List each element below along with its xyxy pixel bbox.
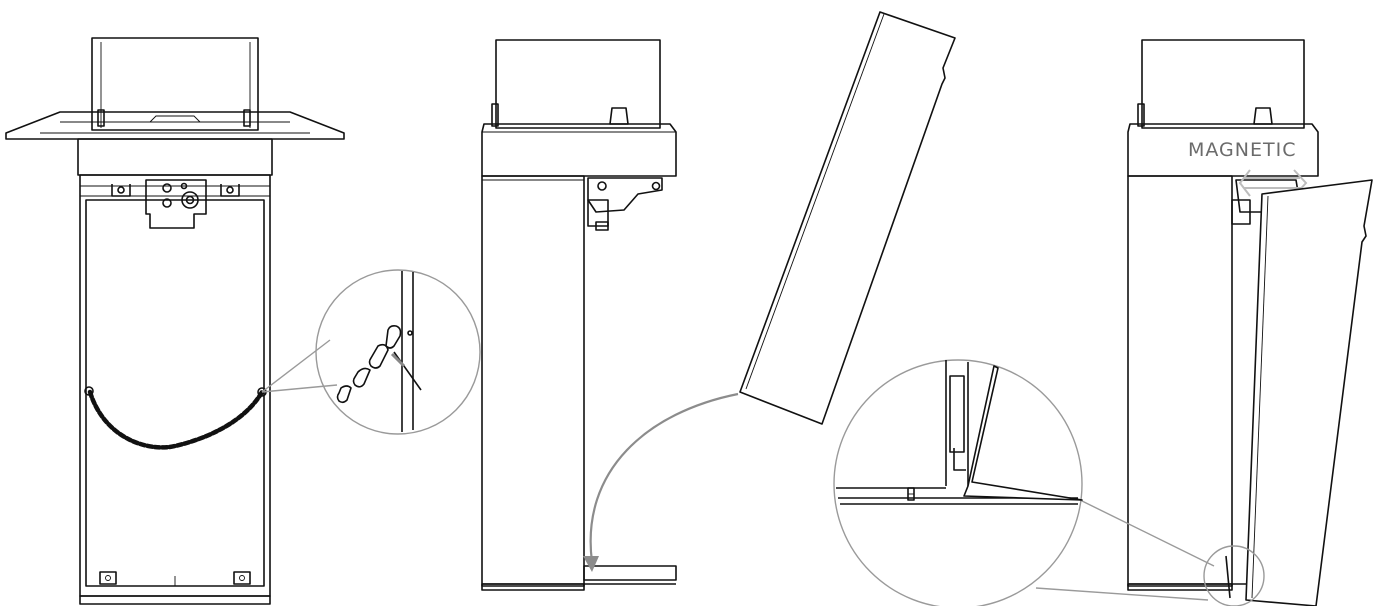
side-view-base-plate (583, 565, 677, 581)
front-view-top-plate (5, 111, 345, 140)
chain-detail-magnifier (315, 269, 481, 435)
closing-view-head (1127, 123, 1319, 177)
door-swing-arc (589, 392, 739, 563)
front-view-cabinet (79, 174, 271, 597)
closing-view-screen (1141, 39, 1305, 129)
hinge-detail-callout (833, 359, 1265, 606)
door-swing-arrowhead (583, 556, 599, 572)
magnetic-label: MAGNETIC (1188, 139, 1296, 161)
front-view-screen (91, 37, 259, 131)
front-view-lock (145, 179, 207, 229)
front-view-collar (77, 138, 273, 176)
closing-view-cabinet (1127, 175, 1233, 587)
front-view-open-door (5, 37, 345, 605)
side-view-screen (495, 39, 661, 129)
chain-detail-callout (261, 269, 481, 435)
side-view-door-closing: MAGNETIC (1127, 39, 1373, 606)
front-view-opening (85, 199, 265, 587)
hinge-detail-target (1203, 545, 1265, 606)
hinge-detail-magnifier (833, 359, 1083, 606)
side-view-cabinet (481, 175, 585, 587)
closing-door-panel (1245, 179, 1373, 606)
side-view-door-swinging (481, 11, 956, 591)
swinging-door-panel (739, 11, 956, 425)
safety-chain (87, 389, 265, 450)
